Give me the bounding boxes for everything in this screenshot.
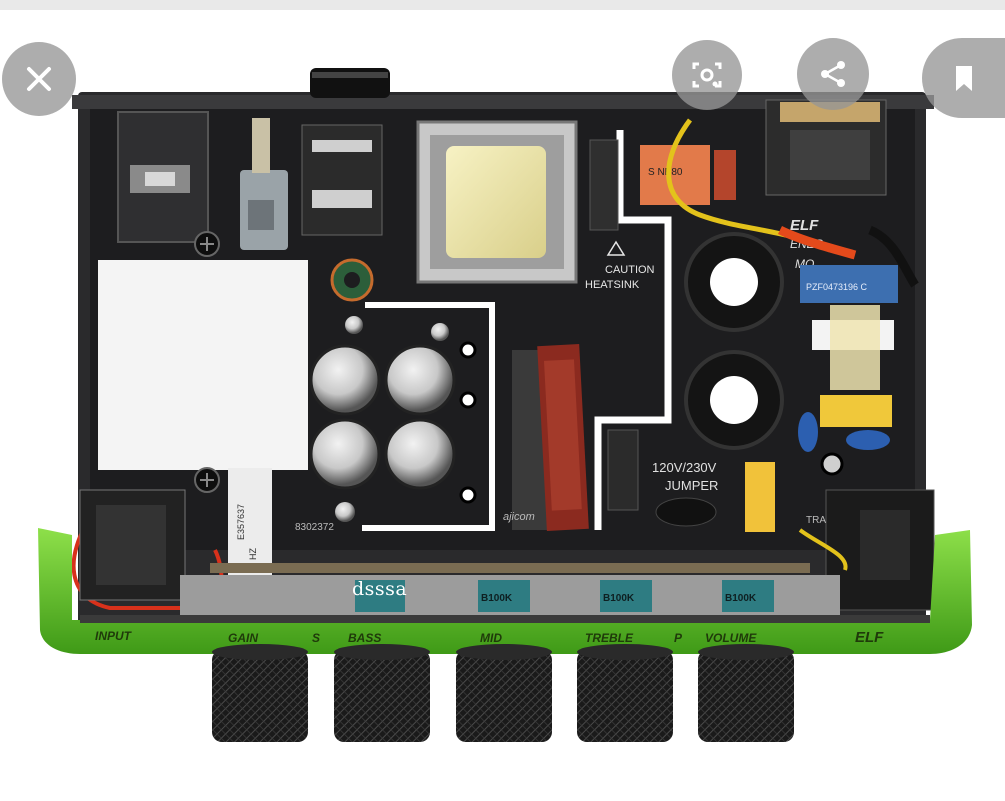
- lens-button[interactable]: [672, 40, 742, 110]
- svg-text:120V/230V: 120V/230V: [652, 460, 717, 475]
- knob-volume: [698, 644, 794, 742]
- knobs: [212, 644, 794, 742]
- label-elf: ELF: [855, 629, 884, 646]
- svg-text:ELF: ELF: [790, 217, 819, 234]
- share-button[interactable]: [797, 38, 869, 110]
- svg-text:8302372: 8302372: [295, 522, 334, 533]
- svg-text:E357637: E357637: [236, 504, 246, 540]
- knob-mid: [456, 644, 552, 742]
- label-mid: MID: [480, 631, 502, 645]
- knob-gain: [212, 644, 308, 742]
- top-bar: [0, 0, 1005, 10]
- label-p: P: [674, 631, 683, 645]
- white-shield: [98, 260, 308, 470]
- svg-text:HZ: HZ: [248, 548, 258, 560]
- knob-bass: [334, 644, 430, 742]
- close-button[interactable]: [2, 42, 76, 116]
- svg-text:B100K: B100K: [725, 593, 757, 604]
- label-input: INPUT: [95, 629, 133, 643]
- svg-text:PZF0473196 C: PZF0473196 C: [806, 282, 868, 292]
- caution-text: CAUTION: [605, 264, 655, 276]
- label-bass: BASS: [348, 631, 381, 645]
- svg-text:TRA: TRA: [806, 515, 826, 526]
- heatsink-text: HEATSINK: [585, 279, 640, 291]
- potentiometers: B100K B100K B100K: [355, 580, 774, 612]
- svg-text:B100K: B100K: [481, 593, 513, 604]
- bookmark-button[interactable]: [922, 38, 1005, 118]
- label-s: S: [312, 631, 320, 645]
- svg-text:B100K: B100K: [603, 593, 635, 604]
- label-volume: VOLUME: [705, 631, 757, 645]
- capacitors: [309, 316, 477, 522]
- knob-treble: [577, 644, 673, 742]
- svg-text:S NE80: S NE80: [648, 167, 683, 178]
- close-icon: [27, 67, 51, 91]
- lens-icon: [692, 62, 722, 88]
- label-gain: GAIN: [228, 631, 258, 645]
- watermark-text: dsssa: [352, 578, 408, 600]
- bookmark-icon: [955, 66, 972, 91]
- svg-text:JUMPER: JUMPER: [665, 478, 718, 493]
- label-treble: TREBLE: [585, 631, 634, 645]
- share-icon: [821, 61, 845, 87]
- svg-text:ajicom: ajicom: [503, 511, 535, 523]
